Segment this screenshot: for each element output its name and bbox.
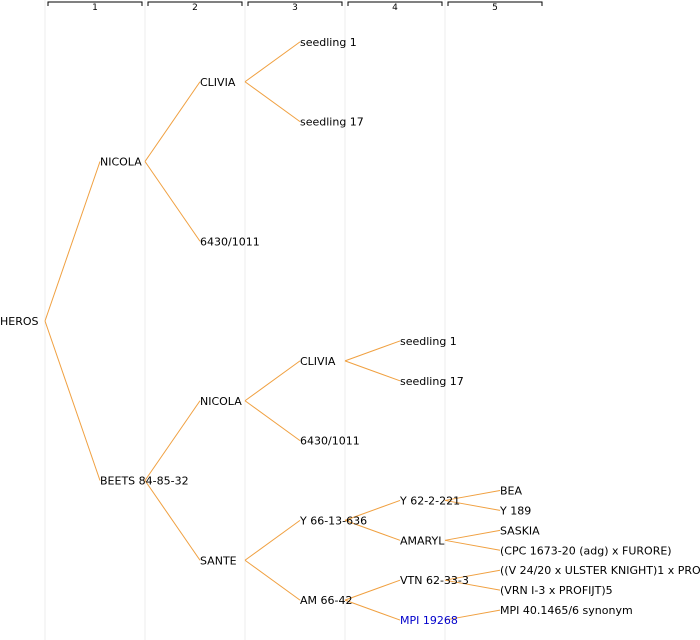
generation-bracket — [447, 1, 543, 6]
pedigree-node: (CPC 1673-20 (adg) x FURORE) — [500, 544, 672, 557]
pedigree-node: SANTE — [200, 554, 237, 567]
pedigree-node: Y 62-2-221 — [399, 494, 460, 507]
pedigree-edge — [344, 579, 401, 601]
pedigree-node: NICOLA — [100, 156, 142, 169]
pedigree-edge — [344, 360, 401, 382]
pedigree-edge — [444, 579, 501, 591]
pedigree-edge — [244, 559, 301, 601]
pedigree-edge — [244, 519, 301, 561]
pedigree-edge — [44, 161, 101, 322]
pedigree-edge — [344, 519, 401, 541]
pedigree-node: HEROS — [0, 315, 39, 328]
pedigree-node: seedling 17 — [400, 375, 464, 388]
generation-guides — [44, 0, 446, 640]
pedigree-edge — [344, 599, 401, 621]
pedigree-edges — [44, 41, 501, 621]
pedigree-node: BEA — [500, 484, 522, 497]
pedigree-node: seedling 1 — [300, 36, 357, 49]
pedigree-edge — [144, 400, 201, 481]
pedigree-node: seedling 1 — [400, 335, 457, 348]
pedigree-node: SASKIA — [500, 524, 540, 537]
pedigree-node: BEETS 84-85-32 — [100, 475, 189, 488]
pedigree-nodes: HEROS NICOLA CLIVIA seedling 1 seedling 17 64… — [0, 36, 700, 627]
pedigree-edge — [444, 569, 501, 581]
generation-bracket — [347, 1, 443, 6]
pedigree-edge — [144, 161, 201, 242]
pedigree-edge — [144, 81, 201, 162]
pedigree-node: VTN 62-33-3 — [400, 574, 469, 587]
pedigree-edge — [44, 320, 101, 481]
pedigree-edge — [244, 41, 301, 83]
generation-bracket — [147, 1, 243, 6]
generation-number: 5 — [492, 3, 498, 13]
pedigree-edge — [244, 81, 301, 123]
pedigree-node: AM 66-42 — [300, 594, 352, 607]
generation-number: 2 — [192, 3, 198, 13]
pedigree-edge — [144, 480, 201, 561]
pedigree-node: Y 189 — [499, 504, 531, 517]
pedigree-node-link[interactable]: MPI 19268 — [400, 614, 458, 627]
pedigree-edge — [244, 400, 301, 442]
pedigree-edge — [344, 499, 401, 521]
generation-bracket — [247, 1, 343, 6]
pedigree-node: 6430/1011 — [200, 235, 260, 248]
pedigree-edge — [444, 609, 501, 621]
pedigree-edge — [344, 340, 401, 362]
pedigree-node: CLIVIA — [200, 76, 236, 89]
pedigree-node: NICOLA — [200, 395, 242, 408]
generation-number: 3 — [292, 3, 298, 13]
pedigree-node: (VRN I-3 x PROFIJT)5 — [500, 584, 613, 597]
pedigree-edge — [444, 529, 501, 541]
pedigree-node: seedling 17 — [300, 116, 364, 129]
pedigree-node: Y 66-13-636 — [299, 514, 367, 527]
pedigree-node: MPI 40.1465/6 synonym — [500, 604, 633, 617]
pedigree-node: 6430/1011 — [300, 435, 360, 448]
generation-number: 4 — [392, 3, 398, 13]
pedigree-node: ((V 24/20 x ULSTER KNIGHT)1 x PROFIJT) — [500, 564, 700, 577]
pedigree-node: AMARYL — [400, 534, 445, 547]
generation-bracket — [47, 1, 143, 6]
generation-ruler: 1 2 3 4 5 — [47, 1, 543, 13]
pedigree-edge — [444, 539, 501, 551]
pedigree-edge — [444, 499, 501, 511]
generation-number: 1 — [92, 3, 98, 13]
pedigree-edge — [244, 360, 301, 402]
pedigree-node: CLIVIA — [300, 355, 336, 368]
pedigree-edge — [444, 489, 501, 501]
